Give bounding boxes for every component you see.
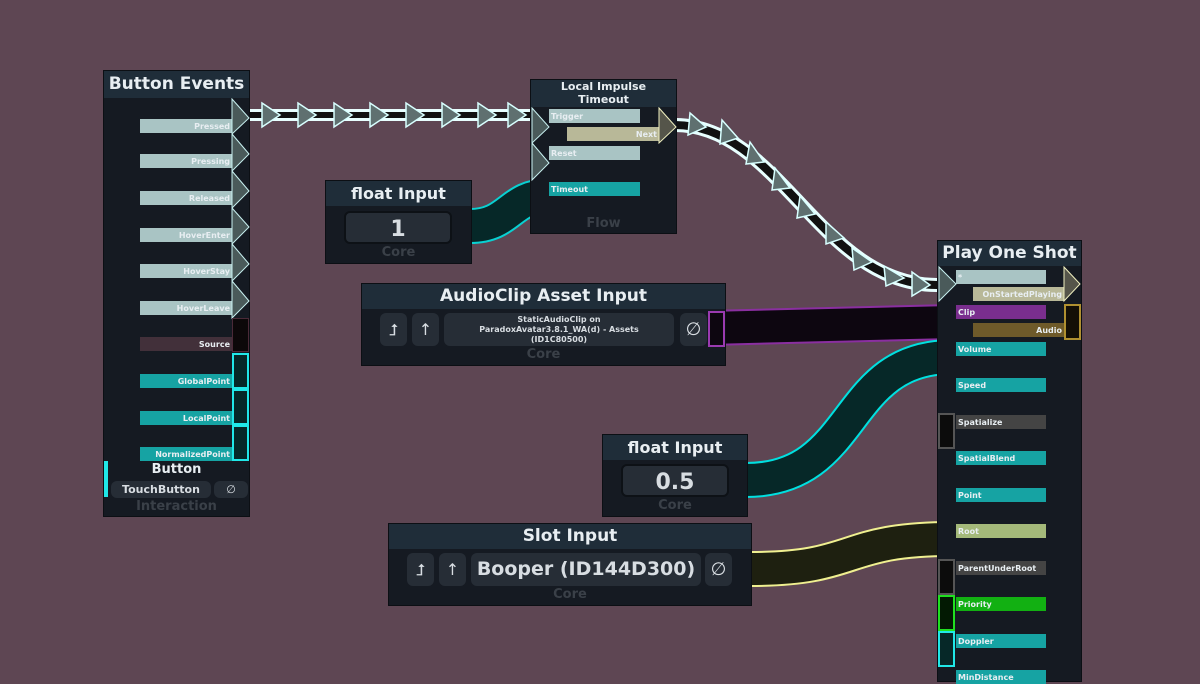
null-button[interactable]: ∅ [680,313,707,346]
impulse-output-ports[interactable] [231,98,251,348]
input-timeout[interactable]: Timeout [549,182,640,196]
output-normalizedpoint[interactable]: NormalizedPoint [140,447,232,461]
output-source[interactable]: Source [140,337,232,351]
impulse-ports [938,266,1081,303]
slot-input-node[interactable]: Slot Input ⮥ ↑ Booper (ID144D300) ∅ Core [388,523,752,606]
node-title: Play One Shot [938,241,1081,266]
node-category: Core [526,347,561,362]
node-category: Core [658,498,692,513]
up-button[interactable]: ↑ [439,553,466,586]
float-value-field[interactable]: 1 [344,211,452,244]
output-hoverleave[interactable]: HoverLeave [140,301,232,315]
touchbutton-field[interactable]: TouchButton [111,481,211,498]
input-spatialize[interactable]: Spatialize [956,415,1046,429]
input-speed[interactable]: Speed [956,378,1046,392]
input-priority[interactable]: Priority [956,597,1046,611]
output-hoverenter[interactable]: HoverEnter [140,228,232,242]
null-button[interactable]: ∅ [705,553,732,586]
audioclip-reference-field[interactable]: StaticAudioClip on ParadoxAvatar3.8.1_WA… [444,313,674,346]
node-title: float Input [326,181,471,206]
audioclip-asset-input-node[interactable]: AudioClip Asset Input ⮥ ↑ StaticAudioCli… [361,283,726,366]
input-parentunderroot[interactable]: ParentUnderRoot [956,561,1046,575]
localpoint-port[interactable] [232,389,249,425]
input-point[interactable]: Point [956,488,1046,502]
slot-reference-field[interactable]: Booper (ID144D300) [471,553,701,586]
audio-output-port[interactable] [1064,304,1081,340]
jump-button[interactable]: ⮥ [407,553,434,586]
float-value-field[interactable]: 0.5 [621,464,729,497]
source-port[interactable] [232,318,249,352]
output-audio[interactable]: Audio [973,323,1064,337]
input-impulse[interactable]: * [956,270,1046,284]
node-title: Local Impulse Timeout [531,80,676,107]
play-one-shot-node[interactable]: Play One Shot * OnStartedPlaying Clip Au… [937,240,1082,684]
input-trigger[interactable]: Trigger [549,109,640,123]
up-button[interactable]: ↑ [412,313,439,346]
output-pressed[interactable]: Pressed [140,119,232,133]
button-input-port[interactable] [104,461,108,497]
node-category: Flow [586,216,621,231]
node-category: Core [553,587,587,602]
input-volume[interactable]: Volume [956,342,1046,356]
output-next[interactable]: Next [567,127,659,141]
spatialize-port[interactable] [938,413,955,449]
local-impulse-timeout-node[interactable]: Local Impulse Timeout Trigger Next Reset… [530,79,677,234]
normalizedpoint-port[interactable] [232,425,249,461]
input-reset[interactable]: Reset [549,146,640,160]
input-doppler[interactable]: Doppler [956,634,1046,648]
float-input-node-2[interactable]: float Input 0.5 Core [602,434,748,517]
output-localpoint[interactable]: LocalPoint [140,411,232,425]
node-category: Interaction [136,499,217,514]
button-events-node[interactable]: Button Events Pressed Pressing Released … [103,70,250,517]
node-title: AudioClip Asset Input [362,284,725,309]
priority-port[interactable] [938,595,955,631]
output-released[interactable]: Released [140,191,232,205]
null-button[interactable]: ∅ [214,481,248,498]
input-spatialblend[interactable]: SpatialBlend [956,451,1046,465]
output-pressing[interactable]: Pressing [140,154,232,168]
audioclip-output-port[interactable] [708,311,725,347]
button-input-label: Button [151,462,202,477]
input-root[interactable]: Root [956,524,1046,538]
node-title: float Input [603,435,747,460]
node-title: Button Events [104,71,249,98]
node-category: Core [381,245,416,260]
output-onstartedplaying[interactable]: OnStartedPlaying [973,287,1064,301]
output-globalpoint[interactable]: GlobalPoint [140,374,232,388]
input-clip[interactable]: Clip [956,305,1046,319]
doppler-port[interactable] [938,631,955,667]
jump-button[interactable]: ⮥ [380,313,407,346]
node-title: Slot Input [389,524,751,549]
globalpoint-port[interactable] [232,353,249,389]
parentunderroot-port[interactable] [938,559,955,595]
float-input-node[interactable]: float Input 1 Core [325,180,472,264]
input-mindistance[interactable]: MinDistance [956,670,1046,684]
output-hoverstay[interactable]: HoverStay [140,264,232,278]
impulse-ports [531,107,677,182]
